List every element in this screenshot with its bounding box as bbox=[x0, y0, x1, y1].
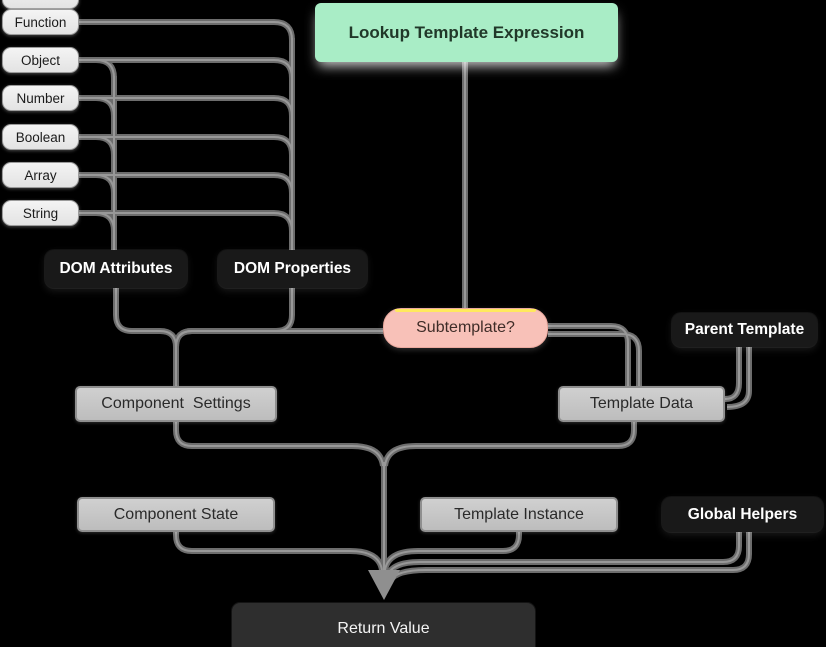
node-label: DOM Attributes bbox=[59, 260, 173, 277]
node-label: Component State bbox=[113, 505, 239, 523]
node-label: Object bbox=[20, 52, 61, 68]
node-label: Global Helpers bbox=[687, 505, 798, 523]
node-label: Lookup Template Expression bbox=[348, 22, 585, 42]
node-parent-template: Parent Template bbox=[672, 313, 817, 347]
node-label: Array bbox=[24, 167, 57, 183]
node-lookup-template-expression: Lookup Template Expression bbox=[315, 3, 618, 62]
node-dom-attributes: DOM Attributes bbox=[45, 250, 187, 288]
node-label: Return Value bbox=[337, 620, 430, 637]
node-number: Number bbox=[2, 85, 79, 111]
node-label: Number bbox=[16, 90, 65, 106]
node-type-partial bbox=[2, 0, 79, 9]
node-subtemplate: Subtemplate? bbox=[383, 308, 548, 348]
node-label: Template Data bbox=[589, 395, 694, 412]
node-global-helpers: Global Helpers bbox=[662, 497, 823, 532]
node-string: String bbox=[2, 200, 79, 226]
node-label: Parent Template bbox=[684, 321, 805, 338]
node-template-data: Template Data bbox=[558, 386, 725, 422]
node-array: Array bbox=[2, 162, 79, 188]
node-dom-properties: DOM Properties bbox=[218, 250, 367, 288]
node-object: Object bbox=[2, 47, 79, 73]
node-template-instance: Template Instance bbox=[420, 497, 618, 532]
node-component-settings: Component Settings bbox=[75, 386, 277, 422]
node-label: Template Instance bbox=[454, 505, 584, 523]
arrowhead-return-value bbox=[368, 570, 400, 600]
node-return-value: Return Value bbox=[232, 603, 535, 647]
node-label: Function bbox=[14, 14, 67, 30]
node-label: Subtemplate? bbox=[416, 319, 515, 336]
node-boolean: Boolean bbox=[2, 124, 79, 150]
yellow-indicator bbox=[395, 309, 536, 312]
node-label: String bbox=[22, 205, 59, 221]
node-label: DOM Properties bbox=[233, 260, 352, 277]
node-component-state: Component State bbox=[77, 497, 275, 532]
node-function: Function bbox=[2, 9, 79, 35]
node-label: Component Settings bbox=[101, 395, 251, 412]
node-label: Boolean bbox=[15, 129, 66, 145]
